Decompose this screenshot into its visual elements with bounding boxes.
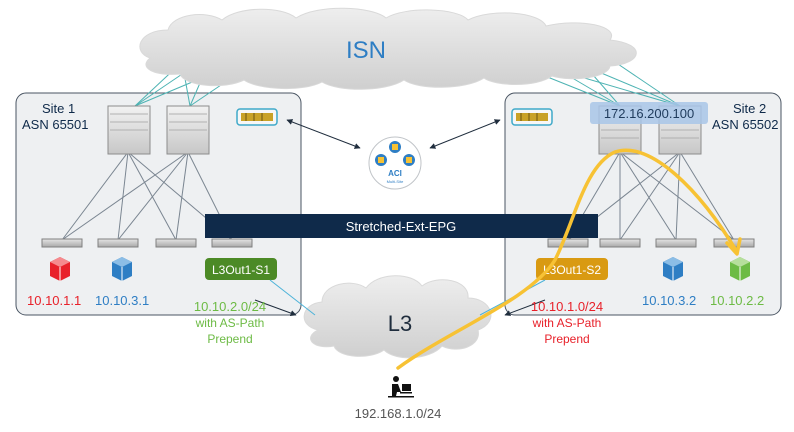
leaf-switch (211, 238, 253, 248)
l3out-s1-note1: with AS-Path (195, 316, 265, 330)
spine-switch (107, 105, 151, 155)
router-ip: 172.16.200.100 (604, 106, 694, 121)
aci-multisite-icon (368, 136, 422, 190)
l3out-s2-note1: with AS-Path (532, 316, 602, 330)
l3out-s1-label: L3Out1-S1 (212, 263, 270, 277)
l3out-s2-label: L3Out1-S2 (543, 263, 601, 277)
site1-aci-arrow (286, 119, 361, 149)
client-workstation-icon (388, 376, 414, 398)
l3out-s2-note2: Prepend (544, 332, 589, 346)
leaf-switch (155, 238, 197, 248)
leaf-switch (547, 238, 589, 248)
site1-asn: ASN 65501 (22, 117, 89, 132)
aci-label: ACI (388, 169, 402, 178)
stretched-epg-bar (205, 214, 598, 238)
endpoint-red-icon (50, 257, 70, 281)
isn-cloud (139, 7, 637, 90)
l3out-s1-box (205, 258, 277, 280)
l3out-s2-prefix: 10.10.1.0/24 (531, 299, 603, 314)
leaf-switch (599, 238, 641, 248)
endpoint-blue-icon (663, 257, 683, 281)
l3out-s1-link (269, 279, 316, 316)
endpoint-blue-icon (112, 257, 132, 281)
spine-switch (166, 105, 210, 155)
site2-name: Site 2 (733, 101, 766, 116)
l3out-s1-note2: Prepend (207, 332, 252, 346)
endpoint-ip-blue: 10.10.3.1 (95, 293, 149, 308)
l3-label: L3 (388, 311, 412, 336)
l3-arrow-s2 (504, 299, 546, 316)
isn-label: ISN (346, 37, 386, 64)
router-ip-box (590, 102, 708, 124)
aci-sublabel: Multi-Site (387, 179, 404, 184)
l3-arrow-s1 (254, 299, 297, 316)
router-device-site2 (511, 108, 553, 126)
site2-aci-arrow (429, 119, 501, 149)
leaf-switch (655, 238, 697, 248)
router-device-site1 (236, 108, 278, 126)
leaf-switch (97, 238, 139, 248)
endpoint-ip-red: 10.10.1.1 (27, 293, 81, 308)
site2-asn: ASN 65502 (712, 117, 779, 132)
client-subnet: 192.168.1.0/24 (355, 406, 442, 421)
traffic-path (396, 148, 739, 370)
endpoint-ip-green-s2: 10.10.2.2 (710, 293, 764, 308)
l3out-s1-prefix: 10.10.2.0/24 (194, 299, 266, 314)
traffic-path-arrowhead (725, 237, 742, 256)
site1-name: Site 1 (42, 101, 75, 116)
leaf-switch (41, 238, 83, 248)
endpoint-green-icon (730, 257, 750, 281)
stretched-epg-label: Stretched-Ext-EPG (346, 219, 457, 234)
endpoint-ip-blue-s2: 10.10.3.2 (642, 293, 696, 308)
